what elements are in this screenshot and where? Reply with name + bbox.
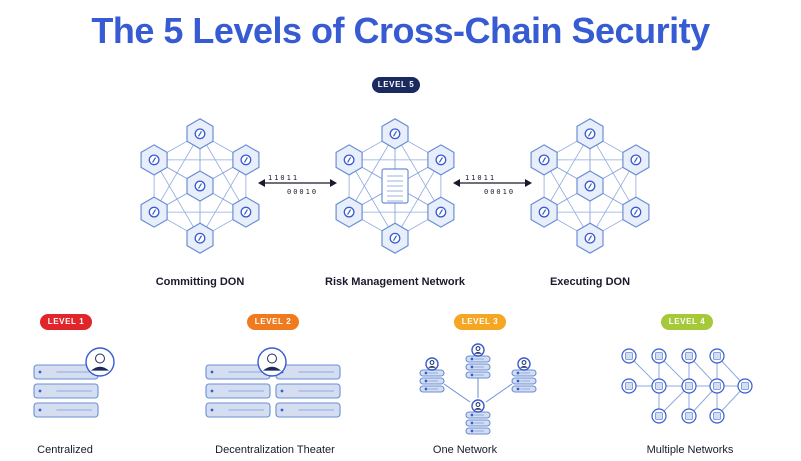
node-hexagon — [186, 170, 214, 202]
network-node-icon — [651, 408, 667, 424]
network-node-icon — [737, 378, 753, 394]
bidirectional-arrow — [258, 179, 337, 187]
network-node-icon — [681, 378, 697, 394]
server-icon — [419, 385, 445, 393]
level-1-label: Centralized — [37, 444, 93, 456]
bits-left-top: 11011 — [268, 174, 300, 182]
server-icon — [465, 371, 491, 379]
server-icon — [465, 355, 491, 363]
server-icon — [33, 402, 99, 418]
server-icon — [205, 383, 271, 399]
user-avatar-icon — [85, 347, 115, 377]
executing-don-label: Executing DON — [549, 276, 631, 288]
server-icon — [275, 402, 341, 418]
network-node-icon — [621, 378, 637, 394]
server-icon — [33, 383, 99, 399]
server-icon — [465, 427, 491, 435]
server-icon — [511, 385, 537, 393]
server-icon — [511, 369, 537, 377]
server-icon — [419, 377, 445, 385]
network-node-icon — [681, 348, 697, 364]
document-icon — [381, 168, 409, 204]
network-node-icon — [709, 348, 725, 364]
user-avatar-icon — [517, 357, 531, 371]
level-3-badge: LEVEL 3 — [454, 314, 506, 330]
server-icon — [465, 419, 491, 427]
network-node-icon — [651, 378, 667, 394]
bits-right-top: 11011 — [465, 174, 497, 182]
node-hexagon — [622, 144, 650, 176]
user-avatar-icon — [471, 343, 485, 357]
node-hexagon — [335, 196, 363, 228]
user-avatar-icon — [471, 399, 485, 413]
node-hexagon — [576, 222, 604, 254]
network-node-icon — [681, 408, 697, 424]
node-hexagon — [530, 196, 558, 228]
level-2-label: Decentralization Theater — [215, 444, 335, 456]
level-5-badge: LEVEL 5 — [372, 77, 420, 93]
page-title: The 5 Levels of Cross-Chain Security — [91, 10, 710, 51]
user-avatar-icon — [257, 347, 287, 377]
node-hexagon — [576, 118, 604, 150]
server-icon — [511, 377, 537, 385]
node-hexagon — [335, 144, 363, 176]
server-icon — [275, 383, 341, 399]
node-hexagon — [140, 196, 168, 228]
level-3-label: One Network — [432, 444, 498, 456]
node-hexagon — [427, 196, 455, 228]
server-icon — [33, 364, 99, 380]
level-4-label: Multiple Networks — [646, 444, 734, 456]
level-4-badge: LEVEL 4 — [661, 314, 713, 330]
user-avatar-icon — [425, 357, 439, 371]
level-1-badge: LEVEL 1 — [40, 314, 92, 330]
node-hexagon — [232, 196, 260, 228]
node-hexagon — [427, 144, 455, 176]
risk-management-network-label: Risk Management Network — [325, 276, 465, 288]
server-icon — [419, 369, 445, 377]
node-hexagon — [381, 118, 409, 150]
network-node-icon — [709, 378, 725, 394]
network-node-icon — [651, 348, 667, 364]
network-node-icon — [709, 408, 725, 424]
node-hexagon — [140, 144, 168, 176]
server-icon — [465, 411, 491, 419]
node-hexagon — [576, 170, 604, 202]
bits-left-bottom: 00010 — [287, 188, 319, 196]
node-hexagon — [530, 144, 558, 176]
node-hexagon — [186, 222, 214, 254]
network-node-icon — [621, 348, 637, 364]
node-hexagon — [622, 196, 650, 228]
bidirectional-arrow — [453, 179, 532, 187]
committing-don-label: Committing DON — [155, 276, 245, 288]
server-icon — [205, 402, 271, 418]
level-2-badge: LEVEL 2 — [247, 314, 299, 330]
node-hexagon — [381, 222, 409, 254]
node-hexagon — [232, 144, 260, 176]
server-icon — [465, 363, 491, 371]
node-hexagon — [186, 118, 214, 150]
bits-right-bottom: 00010 — [484, 188, 516, 196]
